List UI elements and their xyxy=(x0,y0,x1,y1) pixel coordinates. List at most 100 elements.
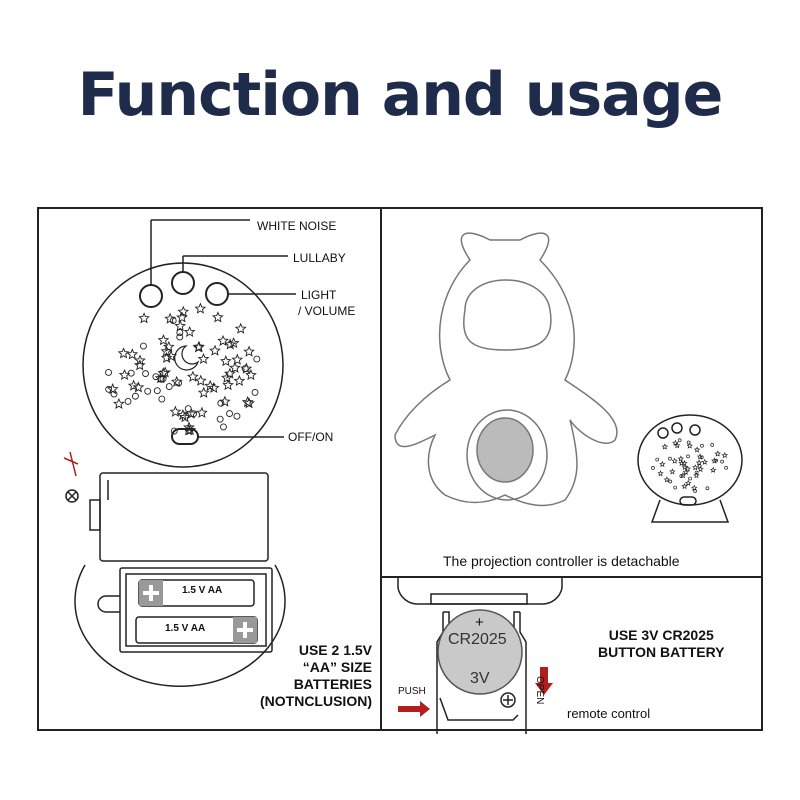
star-icon xyxy=(693,446,701,453)
star-icon xyxy=(153,387,161,395)
star-icon xyxy=(126,348,139,360)
star-icon xyxy=(193,340,205,352)
star-icon xyxy=(691,484,698,491)
star-icon xyxy=(243,397,255,409)
controller-illustration xyxy=(82,219,296,468)
star-icon xyxy=(233,412,241,420)
star-icon xyxy=(197,386,210,398)
star-icon xyxy=(695,459,703,466)
star-icon xyxy=(231,353,244,365)
star-icon xyxy=(218,395,231,407)
star-icon xyxy=(671,457,678,464)
star-icon xyxy=(133,359,146,371)
star-icon xyxy=(127,369,135,377)
star-icon xyxy=(251,388,259,396)
star-icon xyxy=(678,459,685,467)
star-icon xyxy=(159,375,167,383)
white-noise-label: WHITE NOISE xyxy=(257,219,337,233)
star-icon xyxy=(245,368,257,381)
lullaby-label: LULLABY xyxy=(293,251,346,265)
star-icon xyxy=(194,302,207,314)
star-icon xyxy=(160,351,173,363)
star-icon xyxy=(233,374,246,387)
star-icon xyxy=(663,476,671,483)
star-icon xyxy=(686,440,691,445)
star-icon xyxy=(669,468,676,475)
remote-battery-illustration xyxy=(397,578,563,734)
star-icon xyxy=(185,407,197,419)
star-icon xyxy=(226,410,233,418)
star-icon xyxy=(162,340,175,352)
star-icon xyxy=(170,427,178,435)
star-icon xyxy=(177,305,190,317)
star-icon xyxy=(651,466,655,470)
star-icon xyxy=(240,362,253,374)
star-icon xyxy=(710,443,715,447)
plush-toy-illustration xyxy=(394,232,618,507)
detachable-caption: The projection controller is detachable xyxy=(443,553,680,569)
star-icon xyxy=(131,392,139,400)
coin-plus: + xyxy=(475,614,484,631)
star-icon xyxy=(661,443,669,450)
star-icon xyxy=(222,379,234,391)
detached-controller-illustration xyxy=(637,414,743,523)
star-icon xyxy=(165,383,173,391)
star-icon xyxy=(686,454,690,459)
star-icon xyxy=(197,352,210,365)
star-icon xyxy=(674,442,681,449)
star-icon xyxy=(682,468,690,475)
star-icon xyxy=(224,338,237,350)
coin-battery-note: USE 3V CR2025 BUTTON BATTERY xyxy=(598,627,725,660)
star-icon xyxy=(186,370,199,382)
star-icon xyxy=(195,406,208,418)
star-icon xyxy=(219,355,232,367)
star-icon xyxy=(183,421,195,433)
star-icon xyxy=(112,397,125,409)
star-icon xyxy=(211,311,224,323)
star-icon xyxy=(174,319,187,332)
star-icon xyxy=(176,329,184,337)
off-on-label: OFF/ON xyxy=(288,430,334,444)
star-icon xyxy=(217,334,229,346)
star-icon xyxy=(207,381,220,394)
star-icon xyxy=(176,333,184,341)
star-icon xyxy=(724,465,728,470)
star-icon xyxy=(118,368,131,381)
star-icon xyxy=(693,471,700,479)
star-icon xyxy=(216,415,224,423)
coin-voltage: 3V xyxy=(470,670,490,687)
star-icon xyxy=(209,344,221,356)
star-icon xyxy=(668,479,673,484)
star-icon xyxy=(705,486,710,491)
star-icon xyxy=(692,464,699,471)
star-icon xyxy=(142,370,149,378)
outer-frame xyxy=(37,207,763,731)
star-icon xyxy=(169,317,177,324)
star-icon xyxy=(701,458,708,465)
star-icon xyxy=(655,457,660,462)
star-icon xyxy=(184,424,197,436)
star-icon xyxy=(711,457,718,464)
star-icon xyxy=(699,455,704,460)
star-icon xyxy=(204,379,217,391)
star-icon xyxy=(152,373,160,381)
star-icon xyxy=(110,390,118,398)
star-icon xyxy=(668,456,672,461)
push-label: PUSH xyxy=(398,686,426,697)
star-icon xyxy=(117,347,130,359)
star-icon xyxy=(684,479,692,486)
star-icon xyxy=(697,465,704,473)
star-icon xyxy=(183,325,196,338)
battery-box-illustration xyxy=(63,451,286,687)
page-title: Function and usage xyxy=(77,60,724,130)
volume-label: / VOLUME xyxy=(298,304,356,318)
star-icon xyxy=(677,455,685,462)
star-icon xyxy=(229,361,241,373)
star-icon xyxy=(673,485,678,490)
aa-cell-label: 1.5 V AA xyxy=(165,623,206,634)
aa-cell-label: 1.5 V AA xyxy=(182,585,223,596)
star-icon xyxy=(243,345,255,357)
star-icon xyxy=(253,355,261,363)
star-icon xyxy=(132,381,145,393)
